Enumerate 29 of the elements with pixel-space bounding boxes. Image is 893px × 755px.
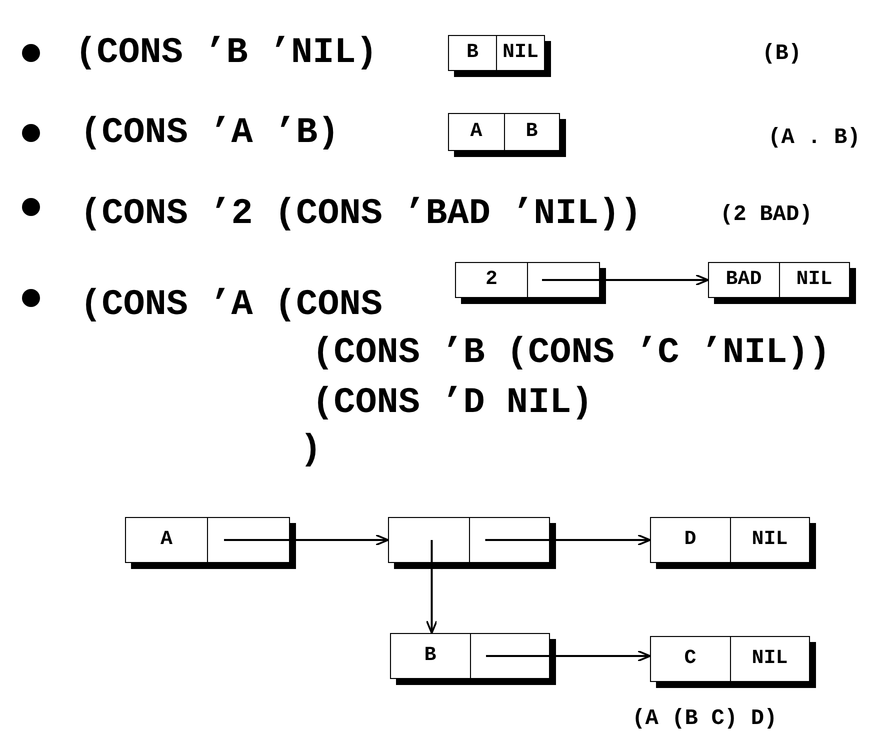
result-text: (2 BAD) — [720, 204, 812, 226]
code-line: ) — [300, 432, 322, 468]
code-line: (CONS ’A (CONS — [80, 287, 382, 323]
pointer-arrow — [426, 540, 438, 634]
cell-text: C — [684, 649, 696, 669]
pointer-arrow — [486, 650, 651, 662]
code-line: (CONS ’2 (CONS ’BAD ’NIL)) — [80, 196, 642, 232]
cell-text: NIL — [502, 43, 538, 63]
result-text: (A (B C) D) — [632, 708, 778, 730]
cell-text: 2 — [485, 270, 498, 290]
cell-text: B — [466, 43, 478, 63]
cell-text: D — [684, 530, 696, 550]
code-line: (CONS ’D NIL) — [312, 385, 593, 421]
pointer-arrow — [224, 534, 389, 546]
result-text: (A . B) — [768, 127, 860, 149]
cell-text: A — [470, 122, 482, 142]
cell-text: B — [526, 122, 538, 142]
code-line: (CONS ’B (CONS ’C ’NIL)) — [312, 335, 830, 371]
cell-text: NIL — [752, 530, 788, 550]
code-line: (CONS ’B ’NIL) — [75, 35, 378, 71]
cell-text: BAD — [726, 270, 762, 290]
pointer-arrow — [485, 534, 651, 546]
cell-text: B — [424, 646, 436, 666]
result-text: (B) — [762, 43, 802, 65]
cell-text: NIL — [752, 649, 788, 669]
cell-text: NIL — [796, 270, 832, 290]
cell-text: A — [160, 530, 172, 550]
code-line: (CONS ’A ’B) — [80, 115, 340, 151]
pointer-arrow — [542, 274, 709, 286]
